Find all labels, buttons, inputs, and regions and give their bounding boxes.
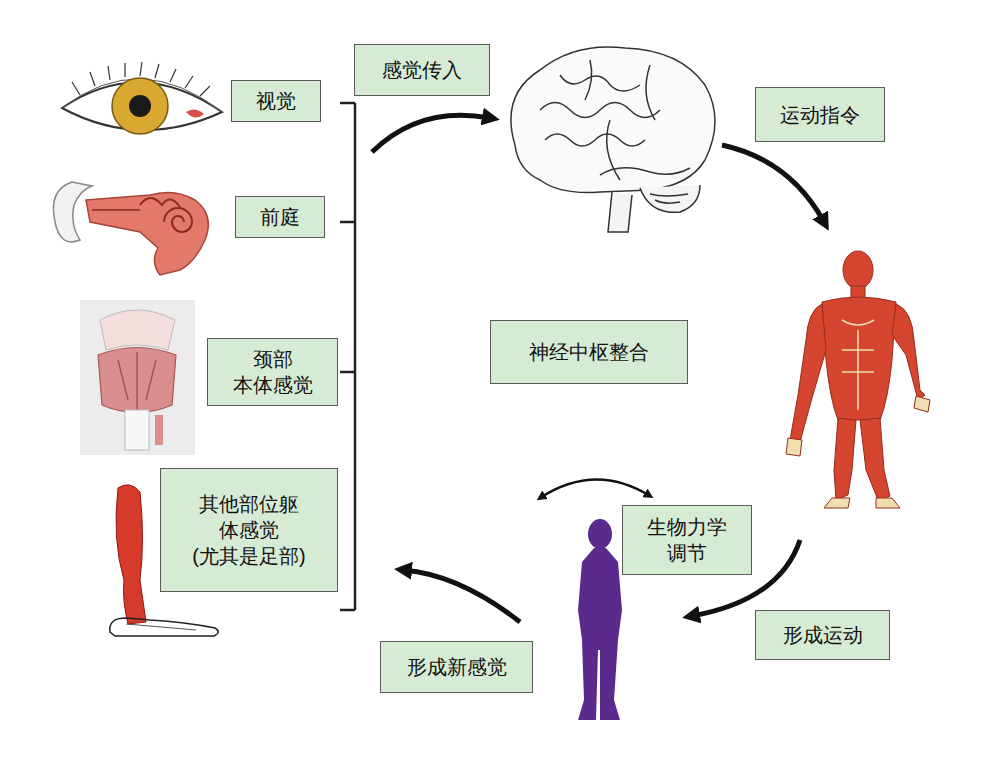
label-box: 生物力学 调节: [622, 505, 752, 575]
box-text: 形成新感觉: [391, 654, 522, 680]
neck-picture: [80, 300, 195, 455]
box-text: 视觉: [242, 88, 310, 114]
label-box: 形成新感觉: [380, 641, 533, 693]
box-text: 运动指令: [766, 102, 874, 128]
label-box: 形成运动: [755, 610, 890, 660]
eye-picture: [62, 62, 222, 134]
box-text: 颈部 本体感觉: [218, 346, 327, 398]
box-text: 神经中枢整合: [501, 339, 677, 365]
label-box: 运动指令: [755, 87, 885, 142]
box-text: 前庭: [246, 204, 314, 230]
label-box: 颈部 本体感觉: [207, 338, 338, 406]
label-box: 神经中枢整合: [490, 320, 688, 384]
box-text: 其他部位躯 体感觉 (尤其是足部): [171, 491, 327, 569]
box-text: 形成运动: [766, 622, 879, 648]
ear-picture: [53, 182, 208, 275]
brain-picture: [511, 47, 715, 232]
box-text: 生物力学 调节: [633, 514, 741, 566]
arrows: [372, 115, 824, 622]
person-silhouette: [578, 519, 622, 720]
muscle-figure: [786, 251, 930, 508]
box-text: 感觉传入: [365, 57, 479, 83]
label-box: 其他部位躯 体感觉 (尤其是足部): [160, 468, 338, 592]
label-box: 感觉传入: [354, 44, 490, 96]
label-box: 视觉: [231, 80, 321, 122]
bracket: [340, 103, 355, 610]
label-box: 前庭: [235, 196, 325, 238]
